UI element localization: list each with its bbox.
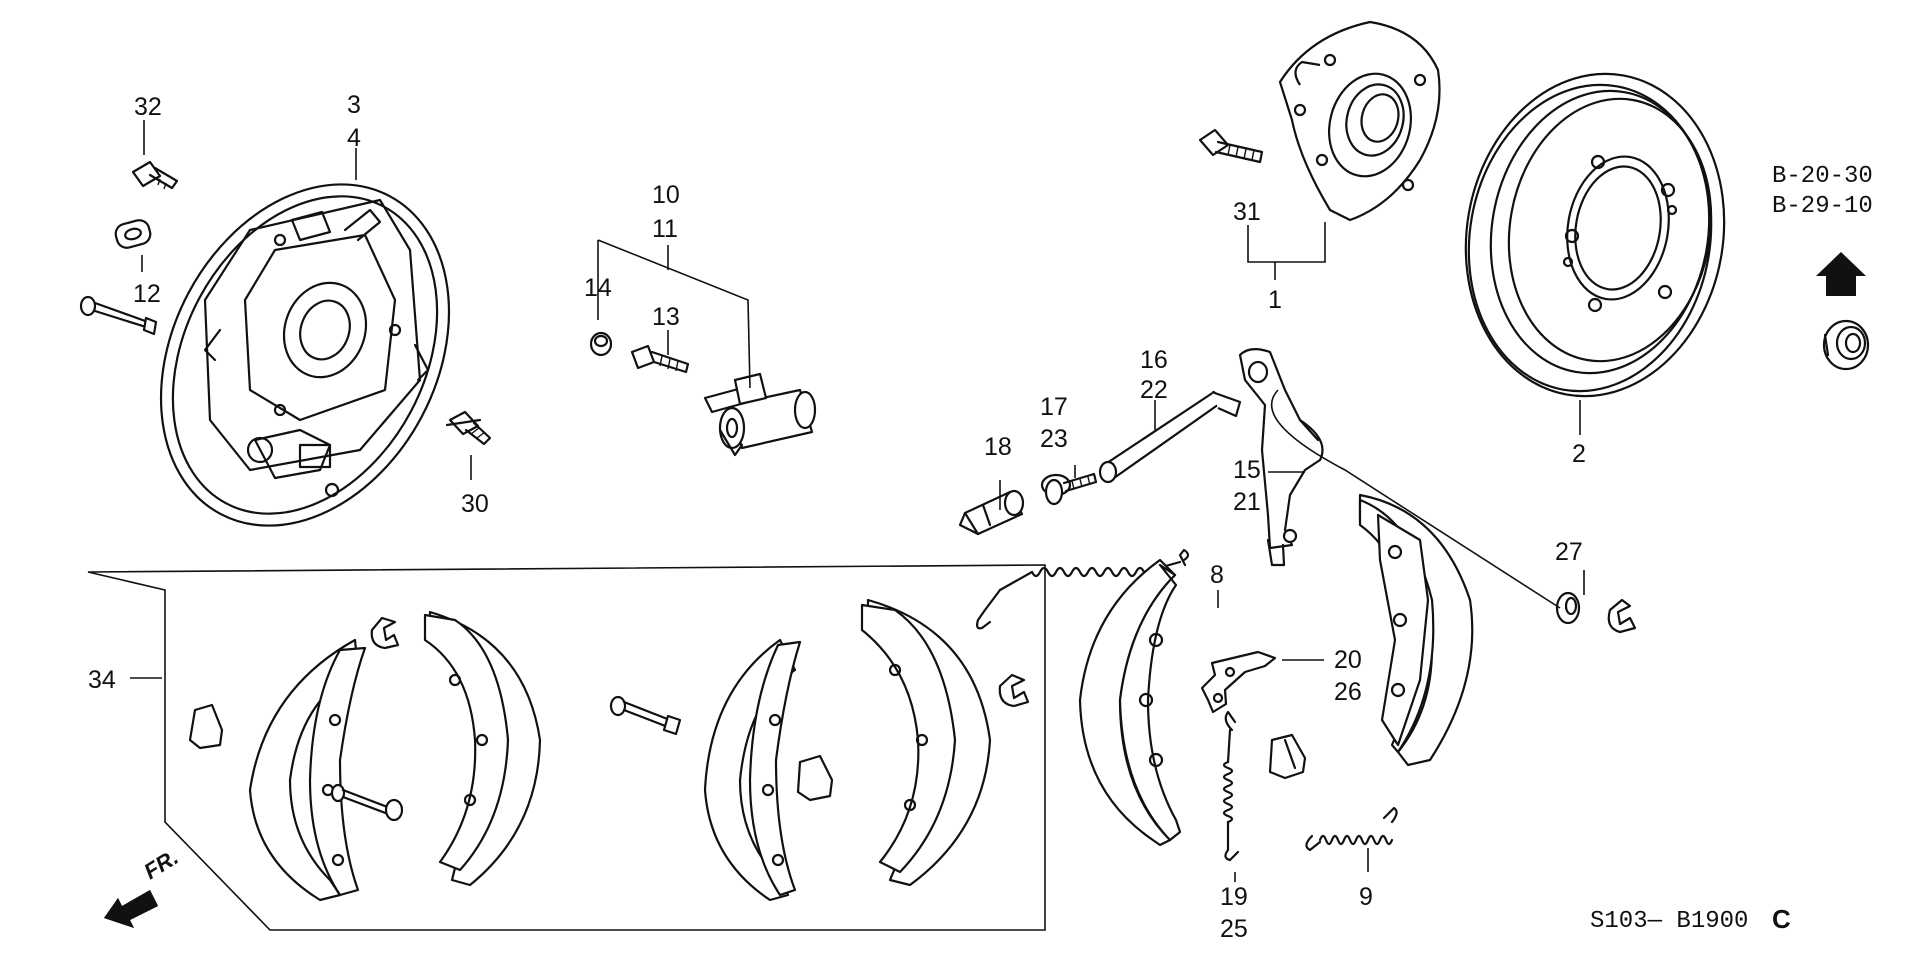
kit-shoe-4 xyxy=(860,598,992,887)
label-23: 23 xyxy=(1040,425,1068,453)
ref-code-2: B-29-10 xyxy=(1772,193,1873,220)
parking-brake-lever xyxy=(1238,348,1324,567)
lower-return-spring xyxy=(1305,806,1398,852)
reference-arrow xyxy=(1816,252,1866,296)
flange-bolt xyxy=(445,410,492,446)
retainer-clip xyxy=(1268,733,1307,780)
adjuster-lever xyxy=(1200,650,1277,714)
kit-pin-1 xyxy=(330,783,404,822)
label-21: 21 xyxy=(1233,488,1261,516)
brake-shoe-front xyxy=(1078,558,1182,847)
kit-clip-2 xyxy=(796,754,834,802)
lower-spring-vertical xyxy=(1222,710,1240,862)
label-10: 10 xyxy=(652,181,680,209)
part-labels: 32 3 4 12 30 10 11 14 13 31 1 2 16 22 17… xyxy=(88,91,1586,943)
cylinder-bleeder-screw xyxy=(630,344,690,374)
reference-codes: B-20-30 B-29-10 xyxy=(1772,163,1873,220)
drawing-code-text: S103— B1900 xyxy=(1590,908,1748,935)
kit-shoe-1 xyxy=(248,638,367,902)
drawing-code: S103— B1900 C xyxy=(1590,904,1791,935)
leader-lines xyxy=(130,120,1585,882)
label-8: 8 xyxy=(1210,561,1224,589)
shoe-clip-right xyxy=(1607,598,1637,634)
kit-shoe-3 xyxy=(703,638,802,902)
label-17: 17 xyxy=(1040,393,1068,421)
brake-shoe-rear xyxy=(1358,493,1474,767)
label-14: 14 xyxy=(584,274,612,302)
brake-drum xyxy=(1464,72,1726,398)
label-12: 12 xyxy=(133,280,161,308)
bleeder-cap xyxy=(589,331,613,357)
front-direction-arrow xyxy=(104,890,158,928)
label-27: 27 xyxy=(1555,538,1583,566)
label-34: 34 xyxy=(88,666,116,694)
drawing-code-suffix: C xyxy=(1772,904,1791,934)
kit-shoe-2 xyxy=(423,610,542,887)
label-32: 32 xyxy=(134,93,162,121)
label-22: 22 xyxy=(1140,376,1168,404)
label-31: 31 xyxy=(1233,198,1261,226)
label-15: 15 xyxy=(1233,456,1261,484)
label-20: 20 xyxy=(1334,646,1362,674)
label-26: 26 xyxy=(1334,678,1362,706)
label-30: 30 xyxy=(461,490,489,518)
front-direction-label: FR. xyxy=(139,844,182,884)
adjuster-washer xyxy=(1555,591,1581,625)
adjuster-socket xyxy=(958,489,1025,536)
hub-bearing-unit xyxy=(1278,20,1441,222)
adjuster-screw xyxy=(1040,472,1098,506)
label-19: 19 xyxy=(1220,883,1248,911)
label-4: 4 xyxy=(347,124,361,152)
ref-code-1: B-20-30 xyxy=(1772,163,1873,190)
kit-retainer-2 xyxy=(998,673,1030,708)
grommet xyxy=(114,219,152,249)
label-3: 3 xyxy=(347,91,361,119)
hold-down-pin xyxy=(79,295,158,336)
backing-plate xyxy=(159,183,451,527)
wheel-nut xyxy=(1822,319,1870,371)
label-9: 9 xyxy=(1359,883,1373,911)
kit-retainer-1 xyxy=(370,616,400,650)
label-2: 2 xyxy=(1572,440,1586,468)
kit-pin-2 xyxy=(609,695,682,736)
hub-bolt xyxy=(1198,128,1264,164)
brake-shoe-kit-box xyxy=(87,564,1046,931)
label-25: 25 xyxy=(1220,915,1248,943)
label-1: 1 xyxy=(1268,286,1282,314)
label-18: 18 xyxy=(984,433,1012,461)
label-11: 11 xyxy=(652,215,678,243)
parking-strut xyxy=(1098,390,1242,484)
wheel-cylinder xyxy=(703,372,817,457)
label-16: 16 xyxy=(1140,346,1168,374)
bleeder-screw xyxy=(131,160,179,190)
label-13: 13 xyxy=(652,303,680,331)
kit-clip-1 xyxy=(188,703,224,750)
